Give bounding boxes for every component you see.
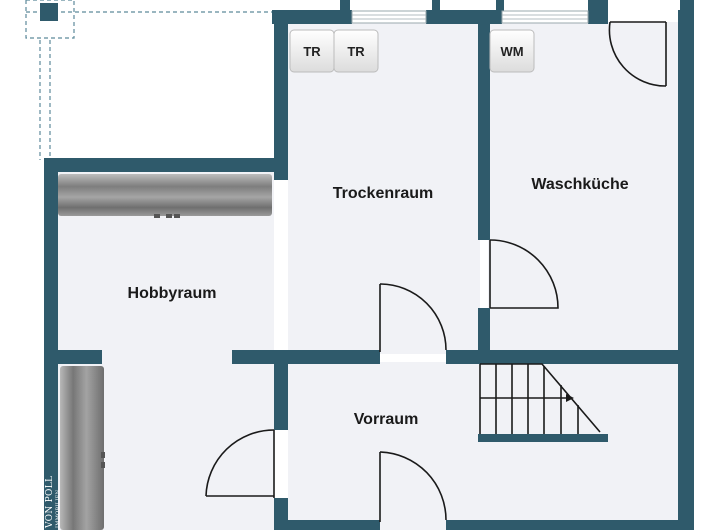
floor-trockenraum (288, 22, 480, 354)
door-hobbyraum (205, 429, 275, 498)
staircase (478, 363, 608, 442)
dryer-2-label: TR (347, 44, 365, 59)
dashed-outline (25, 0, 272, 160)
shelf-top (58, 174, 272, 216)
door-waschkueche-exit (608, 21, 667, 87)
shelf-left (60, 366, 104, 530)
room-label-waschkueche: Waschküche (531, 176, 628, 193)
washing-machine: WM (489, 29, 535, 73)
dryer-2: TR (333, 29, 379, 73)
dryer-1: TR (289, 29, 335, 73)
door-trockenraum (379, 283, 447, 352)
column-block (40, 3, 58, 21)
windows (351, 10, 589, 24)
floors (58, 22, 678, 530)
washing-machine-label: WM (500, 44, 523, 59)
shelf-handles (154, 214, 180, 218)
watermark-brand: VON POLL (45, 476, 55, 529)
doors (205, 21, 667, 522)
door-waschkueche (489, 239, 559, 309)
floor-vorraum (288, 362, 678, 530)
room-label-trockenraum: Trockenraum (333, 185, 433, 202)
shelf-left-handles (101, 452, 105, 468)
room-label-vorraum: Vorraum (354, 411, 419, 428)
watermark-sub: IMMOBILIEN (55, 489, 61, 528)
dryer-1-label: TR (303, 44, 321, 59)
room-label-hobbyraum: Hobbyraum (128, 285, 217, 302)
watermark-logo: VON POLL IMMOBILIEN (45, 476, 61, 529)
walls (44, 0, 694, 530)
door-entrance (379, 451, 447, 522)
floor-waschkueche (488, 22, 678, 352)
